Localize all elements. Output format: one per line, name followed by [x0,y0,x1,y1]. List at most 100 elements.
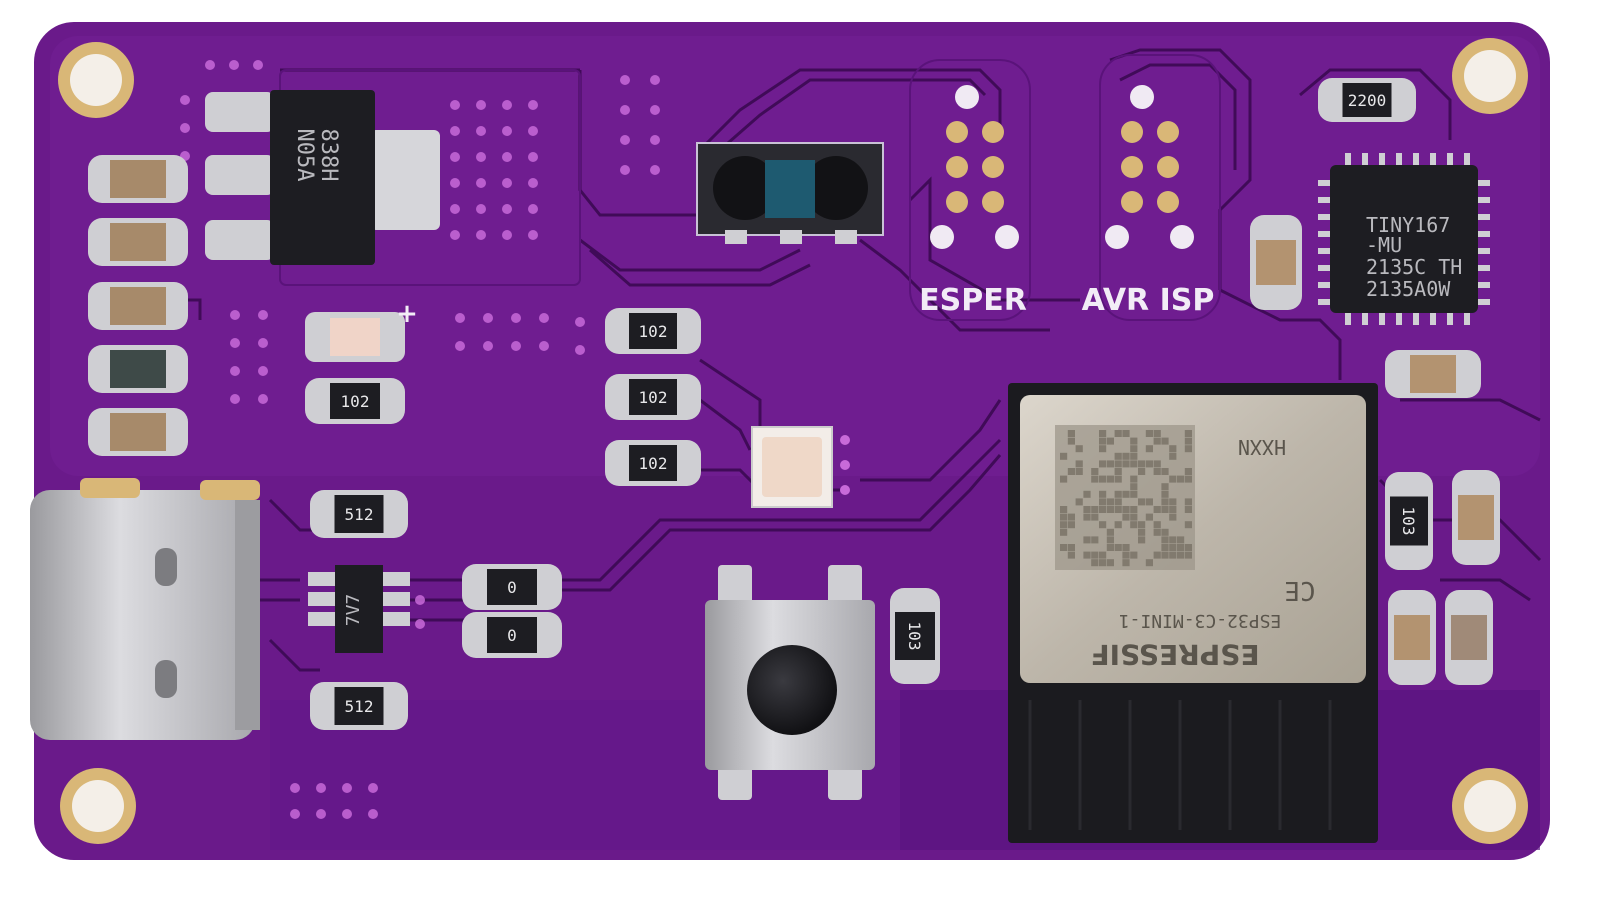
via [502,152,512,162]
via [476,152,486,162]
matrix-cell [1060,452,1068,460]
matrix-cell [1106,475,1114,483]
mcu-pin [1345,153,1351,167]
matrix-cell [1075,445,1083,453]
mcu-pin [1476,180,1490,186]
via [476,204,486,214]
via [368,809,378,819]
matrix-cell [1122,490,1130,498]
resistor-code: 102 [639,322,668,341]
matrix-cell [1067,551,1075,559]
module-ce-mark: CE [1284,575,1315,605]
matrix-cell [1130,452,1138,460]
via [502,204,512,214]
resistor-r_usb_top: 512 [310,490,408,538]
matrix-cell [1161,544,1169,551]
resistor-code: 102 [639,388,668,407]
matrix-cell [1184,544,1192,551]
matrix-cell [1177,544,1185,551]
matrix-cell [1184,437,1192,445]
matrix-cell [1067,468,1075,475]
attiny167-chip: TINY167 -MU 2135C TH 2135A0W [1318,153,1490,325]
mcu-pin [1476,282,1490,288]
matrix-cell [1083,536,1091,544]
matrix-cell [1130,475,1138,483]
matrix-cell [1114,490,1122,498]
header-pad [946,191,968,213]
via [650,135,660,145]
header-pad [1157,156,1179,178]
matrix-cell [1145,559,1153,567]
ir-receiver [696,142,884,244]
matrix-cell [1169,551,1177,559]
mcu-pin [1447,153,1453,167]
matrix-cell [1184,468,1192,475]
matrix-cell [1169,445,1177,453]
via [620,75,630,85]
module-id: HXXN [1238,435,1286,459]
via [258,366,268,376]
mcu-pin [1413,311,1419,325]
via [528,152,538,162]
mcu-marking-2: -MU [1366,233,1402,257]
matrix-cell [1177,551,1185,559]
via [230,310,240,320]
via [258,394,268,404]
matrix-cell [1153,506,1161,513]
mcu-pin [1379,153,1385,167]
matrix-cell [1161,483,1169,491]
avr-isp-label: AVR ISP [1082,283,1215,318]
resistor-code: 2200 [1348,91,1387,110]
via [528,100,538,110]
usb-c-connector [30,478,260,740]
matrix-cell [1106,544,1114,551]
sot-chip: 7V7 [308,565,410,653]
matrix-cell [1099,437,1107,445]
matrix-cell [1130,513,1138,521]
header-hole [1105,225,1129,249]
matrix-cell [1169,544,1177,551]
header-pad [982,156,1004,178]
via [476,230,486,240]
matrix-cell [1060,506,1068,513]
matrix-cell [1184,521,1192,529]
matrix-cell [1130,483,1138,491]
matrix-cell [1106,460,1114,468]
resistor-code: 512 [345,697,374,716]
matrix-cell [1114,430,1122,437]
via [258,310,268,320]
matrix-cell [1114,521,1122,529]
matrix-cell [1169,475,1177,483]
header-pad [1121,191,1143,213]
via [502,100,512,110]
matrix-cell [1145,445,1153,453]
header-pad [1157,121,1179,143]
via [253,60,263,70]
mcu-pin [1318,248,1332,254]
matrix-cell [1184,445,1192,453]
matrix-cell [1184,430,1192,437]
matrix-cell [1130,551,1138,559]
mounting-holes [58,38,1528,844]
matrix-cell [1114,506,1122,513]
matrix-cell [1130,445,1138,453]
mcu-pin [1476,248,1490,254]
matrix-cell [1099,559,1107,567]
matrix-cell [1169,536,1177,544]
via [650,165,660,175]
matrix-cell [1145,460,1153,468]
matrix-cell [1145,430,1153,437]
mcu-pin [1464,153,1470,167]
matrix-cell [1075,498,1083,506]
via [450,178,460,188]
matrix-cell [1153,521,1161,529]
via [620,165,630,175]
via [450,204,460,214]
via [316,809,326,819]
matrix-cell [1169,452,1177,460]
matrix-cell [1184,506,1192,513]
matrix-cell [1099,551,1107,559]
via [528,178,538,188]
